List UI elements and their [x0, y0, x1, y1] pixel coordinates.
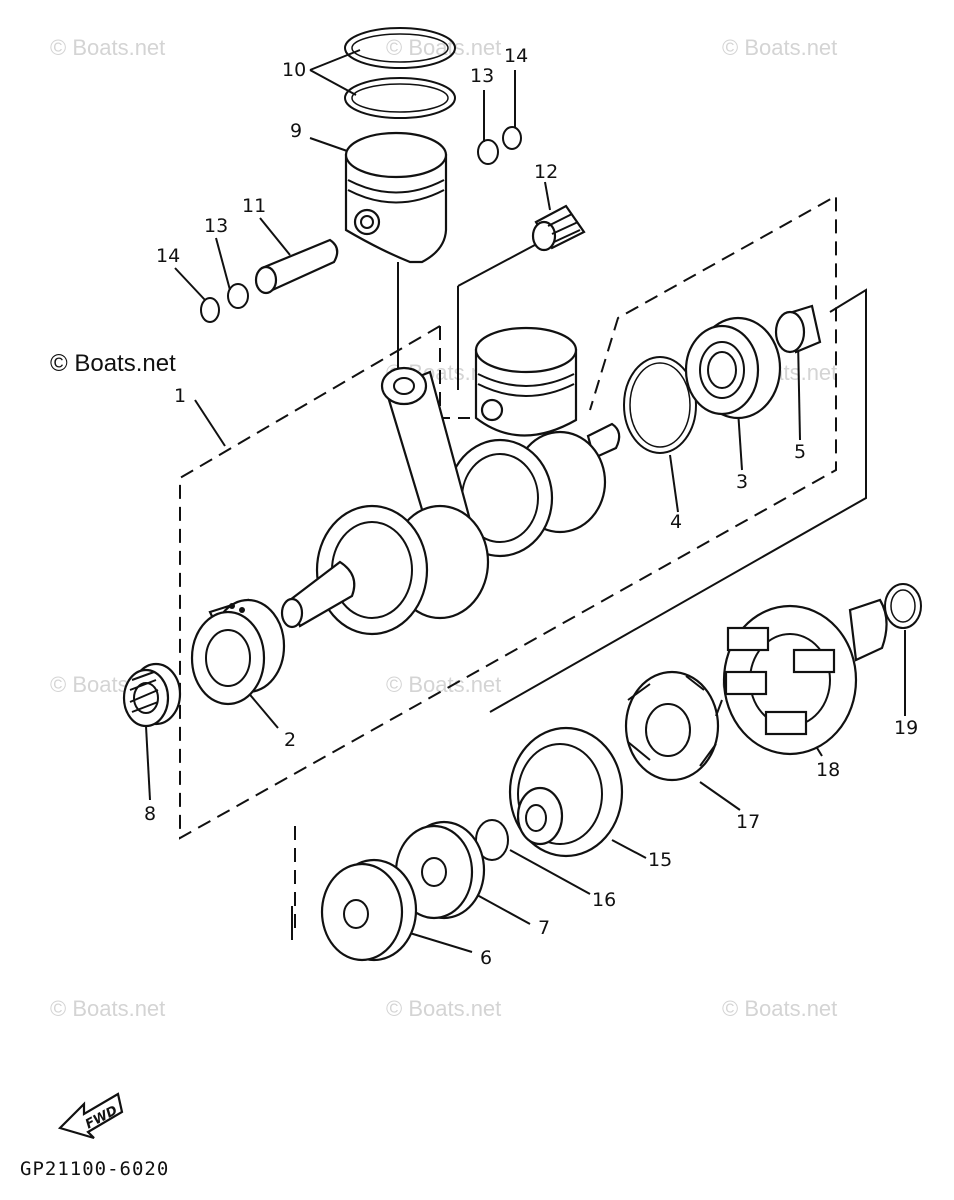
watermark-bottom-left: © Boats.net: [50, 996, 166, 1021]
diagram-code: GP21100-6020: [20, 1158, 170, 1180]
part-number-6: 6: [480, 947, 492, 969]
bearing-right: [684, 316, 782, 420]
part-number-14-lower: 14: [156, 245, 180, 267]
part-number-7: 7: [538, 917, 550, 939]
fwd-arrow-icon: FWD: [57, 1092, 124, 1140]
coupling-half: [508, 726, 624, 858]
part-number-1: 1: [174, 385, 186, 407]
leader-lines: [145, 49, 906, 953]
needle-bearing: [531, 204, 586, 252]
rubber-damper: [624, 670, 723, 782]
part-number-5: 5: [794, 441, 806, 463]
part-number-19: 19: [894, 717, 918, 739]
piston-rings: [344, 27, 456, 119]
part-number-2: 2: [284, 729, 296, 751]
piston-pin: [254, 238, 339, 295]
part-number-16: 16: [592, 889, 616, 911]
part-number-10: 10: [282, 59, 306, 81]
crankshaft-assembly: [280, 326, 621, 636]
part-number-9: 9: [290, 120, 302, 142]
watermark-bottom-right: © Boats.net: [722, 996, 838, 1021]
part-number-14-upper: 14: [504, 45, 528, 67]
bearing-left: [190, 598, 286, 706]
watermark-top-left: © Boats.net: [50, 35, 166, 60]
watermark-top-center: © Boats.net: [386, 35, 502, 60]
oil-seal: [122, 662, 182, 728]
piston-clips: [200, 126, 522, 323]
bushing: [774, 304, 822, 354]
part-number-17: 17: [736, 811, 760, 833]
part-number-13-lower: 13: [204, 215, 228, 237]
ring: [623, 356, 697, 454]
watermark-bottom-center: © Boats.net: [386, 996, 502, 1021]
part-number-12: 12: [534, 161, 558, 183]
watermark-dark: © Boats.net: [50, 350, 176, 377]
part-number-11: 11: [242, 195, 266, 217]
piston: [344, 131, 448, 264]
watermark-low-center: © Boats.net: [386, 672, 502, 697]
part-number-15: 15: [648, 849, 672, 871]
part-number-8: 8: [144, 803, 156, 825]
part-number-labels: 10 9 13 14 12 11 13 14 1 4 3 5 2 8 19 18…: [144, 45, 918, 969]
part-number-13-upper: 13: [470, 65, 494, 87]
watermark-top-right: © Boats.net: [722, 35, 838, 60]
seal-ring: [884, 583, 922, 629]
part-number-4: 4: [670, 511, 682, 533]
collar: [320, 858, 418, 962]
part-number-18: 18: [816, 759, 840, 781]
part-number-3: 3: [736, 471, 748, 493]
lower-assembly-outline: [291, 826, 296, 940]
coupling: [722, 598, 888, 756]
